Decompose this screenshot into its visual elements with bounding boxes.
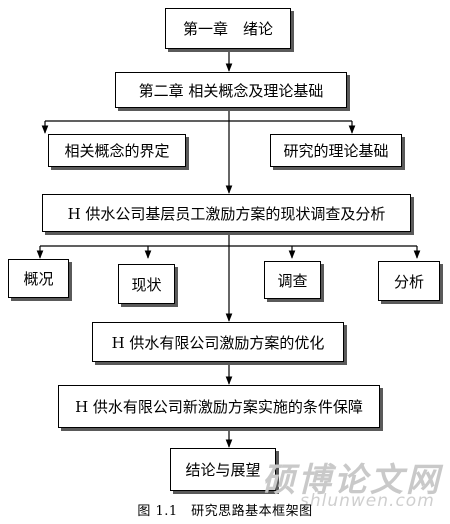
node-implementation-guarantee: H 供水有限公司新激励方案实施的条件保障 (58, 385, 380, 428)
node-chapter-1: 第一章 绪论 (165, 8, 291, 49)
watermark-url: shlunwen.com (300, 491, 435, 511)
node-status: 现状 (118, 264, 175, 304)
figure-caption: 图 1.1 研究思路基本框架图 (137, 504, 313, 519)
node-overview: 概况 (8, 259, 69, 298)
node-optimization: H 供水有限公司激励方案的优化 (92, 322, 344, 362)
node-conclusion: 结论与展望 (170, 448, 276, 491)
watermark-logo: 硕博论文网 (262, 460, 442, 499)
node-status-survey: H 供水公司基层员工激励方案的现状调查及分析 (42, 194, 411, 232)
node-chapter-2: 第二章 相关概念及理论基础 (115, 72, 347, 108)
node-concept-definition: 相关概念的界定 (48, 134, 186, 167)
node-theory-basis: 研究的理论基础 (270, 134, 402, 167)
node-investigation: 调查 (264, 261, 321, 299)
node-analysis: 分析 (378, 261, 440, 301)
